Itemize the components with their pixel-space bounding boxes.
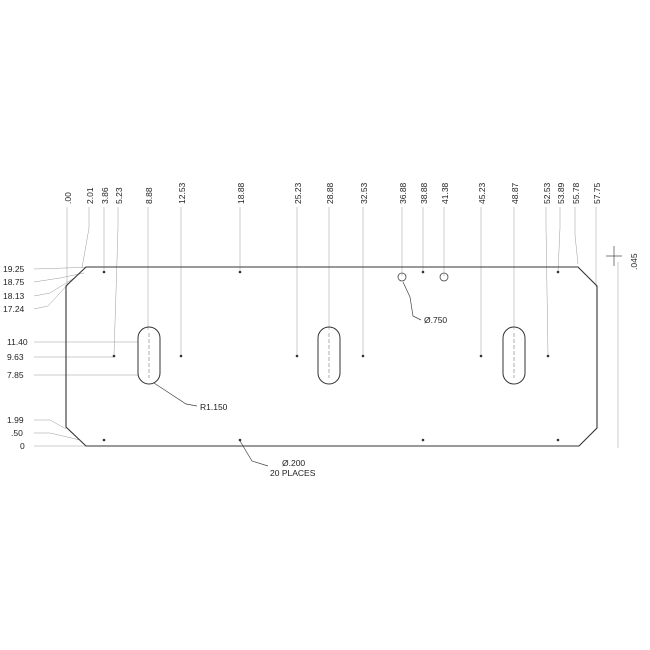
x-dim-label: 25.23: [293, 182, 303, 204]
y-dim-label: 1.99: [7, 415, 24, 425]
slot-radius-callout: R1.150: [153, 382, 228, 412]
plate-outline: [65, 266, 598, 447]
y-dim-label: 9.63: [7, 352, 24, 362]
slot-radius-label: R1.150: [200, 402, 228, 412]
y-dim-label: 0: [20, 441, 25, 451]
x-dim-label: 28.88: [325, 182, 335, 204]
slots: [137, 326, 526, 385]
y-dimension-labels: 19.25 18.75 18.13 17.24 11.40 9.63 7.85 …: [3, 264, 28, 451]
large-hole: [439, 272, 449, 282]
x-dim-label: 52.53: [542, 182, 552, 204]
y-dim-label: 7.85: [7, 370, 24, 380]
small-hole-callout: Ø.200 20 PLACES: [239, 440, 316, 478]
x-dim-label: 38.88: [419, 182, 429, 204]
x-dim-label: 5.23: [114, 187, 124, 204]
y-dim-label: 11.40: [7, 337, 28, 347]
x-dim-label: 57.75: [592, 182, 602, 204]
large-hole-callout: Ø.750: [402, 281, 447, 325]
x-dim-label: 18.88: [236, 182, 246, 204]
x-dim-label: 3.86: [100, 187, 110, 204]
small-hole-count-label: 20 PLACES: [270, 468, 316, 478]
x-dimension-labels: .00 2.01 3.86 5.23 8.88 12.53 18.88 25.2…: [63, 182, 602, 204]
x-dim-label: 8.88: [144, 187, 154, 204]
small-holes: [102, 270, 560, 442]
x-dim-label: 12.53: [177, 182, 187, 204]
x-dim-label: 55.78: [571, 182, 581, 204]
y-extension-lines: [33, 266, 138, 447]
large-hole-label: Ø.750: [424, 315, 447, 325]
slot-left: [137, 326, 161, 385]
slot-middle: [317, 326, 341, 385]
x-dim-label: 32.53: [359, 182, 369, 204]
large-holes: [397, 272, 449, 282]
y-dim-label: .50: [11, 428, 23, 438]
x-dim-label: 45.23: [477, 182, 487, 204]
x-dim-label: 41.38: [440, 182, 450, 204]
x-dim-label: 2.01: [85, 187, 95, 204]
y-dim-label: 18.13: [3, 291, 25, 301]
x-extension-lines: [66, 207, 597, 356]
x-dim-label: 36.88: [398, 182, 408, 204]
y-dim-label: 17.24: [3, 304, 25, 314]
x-dim-label: .00: [63, 192, 73, 204]
x-dim-label: 53.89: [556, 182, 566, 204]
x-dim-label: 48.87: [510, 182, 520, 204]
thickness-callout: .045: [606, 246, 639, 448]
small-hole-label: Ø.200: [282, 458, 305, 468]
thickness-label: .045: [629, 253, 639, 270]
large-hole: [397, 272, 407, 282]
slot-right: [502, 326, 526, 385]
y-dim-label: 18.75: [3, 277, 25, 287]
y-dim-label: 19.25: [3, 264, 25, 274]
